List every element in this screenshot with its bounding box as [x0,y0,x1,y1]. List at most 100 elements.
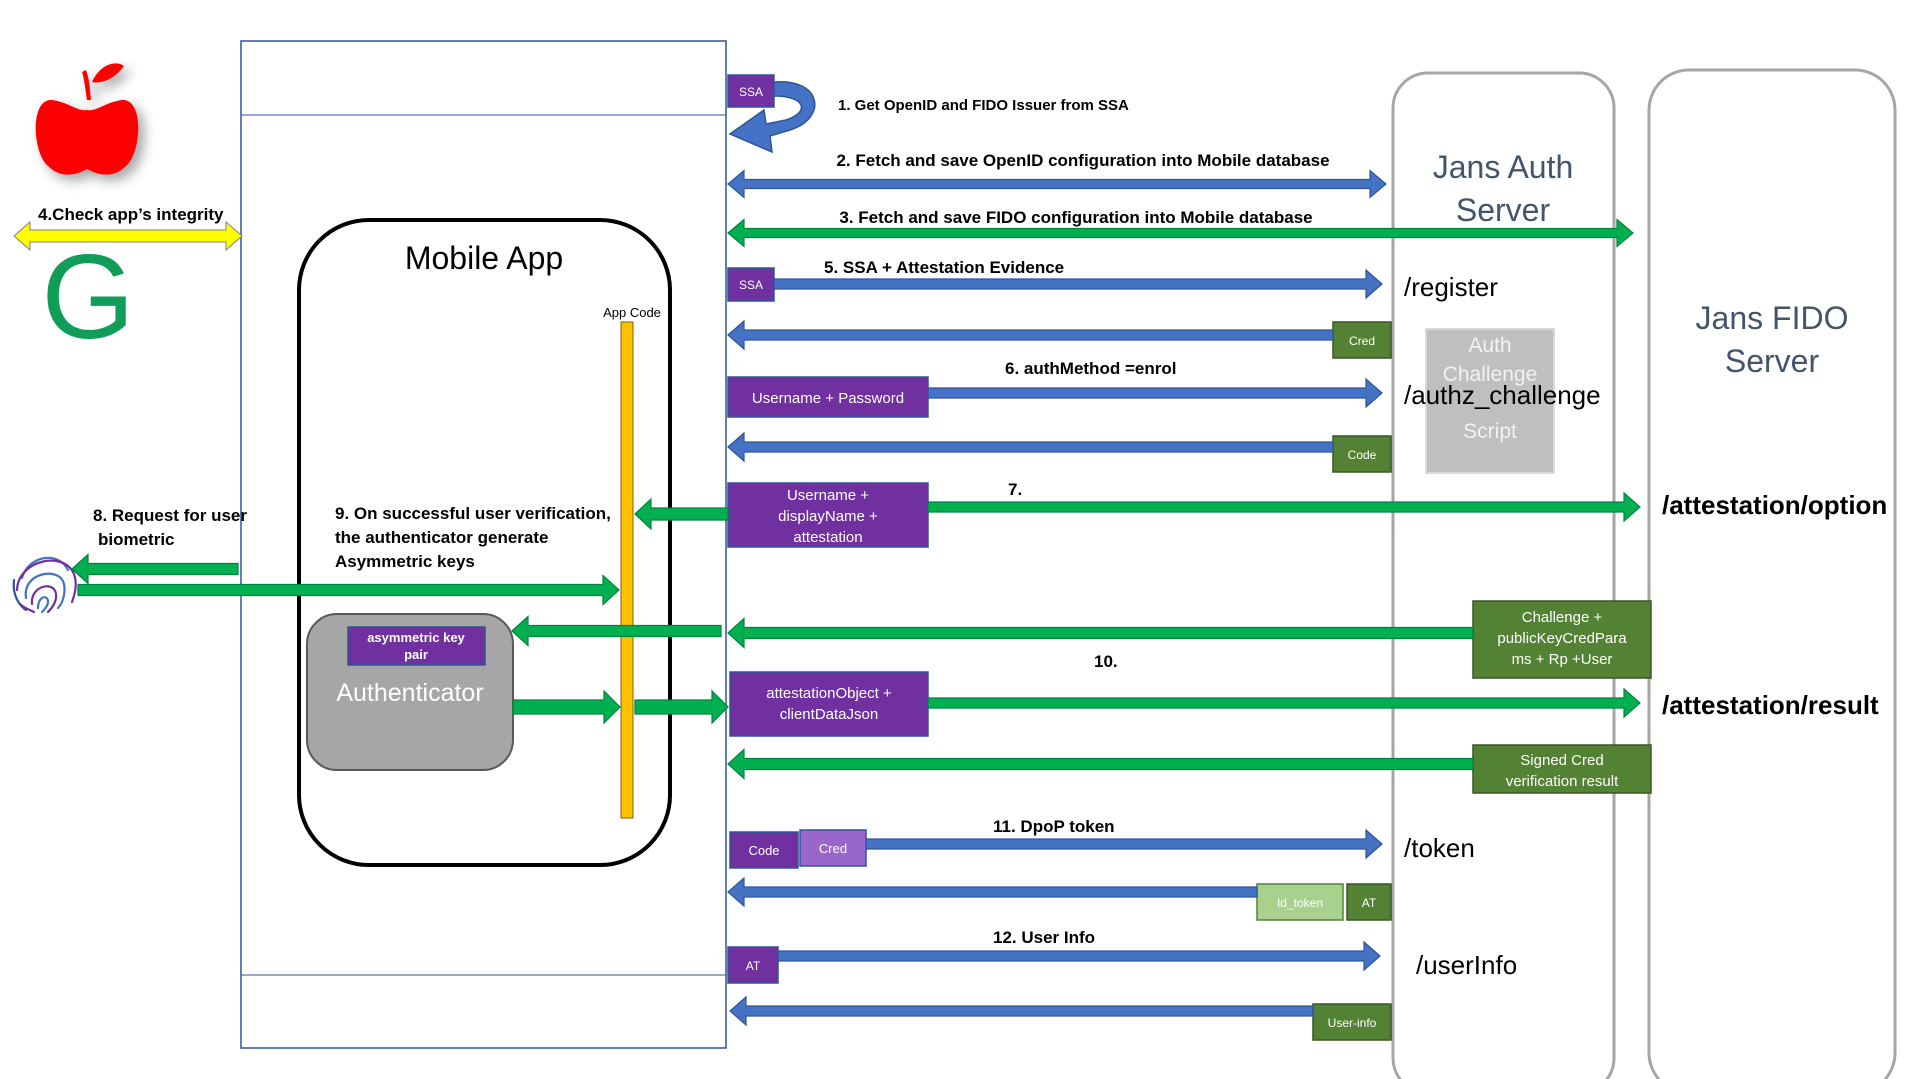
step1-self-loop-arrow [728,81,816,154]
step7-label: 7. [1008,480,1022,499]
jans-auth-server-title-line1: Jans Auth [1433,149,1574,185]
challenge-options-line1: Challenge + [1522,609,1603,626]
attestation-result-response-arrow [727,748,1474,780]
step12-userinfo-request-arrow [777,940,1381,972]
asymmetric-key-pair-line1: asymmetric key [367,630,465,645]
endpoint-register: /register [1404,272,1498,302]
at-box-2 [727,946,779,984]
cred-box-1 [1332,321,1392,359]
step2-fetch-openid-arrow [727,169,1387,199]
auth-challenge-script-line2: Challenge [1443,363,1538,386]
google-g-logo-icon: G [41,230,134,364]
code-label-1: Code [1348,448,1377,462]
step2-label: 2. Fetch and save OpenID configuration i… [836,151,1329,170]
step7-attestation-option-arrow [927,491,1641,523]
step7-to-app-code-arrow [634,497,729,531]
attestation-request-box [727,482,929,548]
step6-label: 6. authMethod =enrol [1005,359,1176,378]
userinfo-response-arrow [729,995,1314,1027]
auth-challenge-script-box [1425,328,1555,474]
cred-label-2: Cred [819,841,847,856]
step8-label-line2: biometric [98,530,175,549]
attestation-object-line2: clientDataJson [780,706,878,723]
jans-fido-server-lane [1647,68,1897,1079]
user-info-box [1312,1003,1392,1041]
step4-check-integrity-label: 4.Check app’s integrity [38,205,224,224]
auth-challenge-script-line3: Script [1463,420,1517,443]
step10-label: 10. [1094,652,1118,671]
attestation-request-line2: displayName + [778,508,878,525]
step8-label-line1: 8. Request for user [93,506,247,525]
ssa-token-label-2: SSA [739,278,763,292]
message-arrows [71,169,1641,1027]
id-token-label: Id_token [1277,896,1323,910]
challenge-options-line3: ms + Rp +User [1512,651,1613,668]
endpoint-attestation-option: /attestation/option [1662,490,1887,520]
step9-label-line1: 9. On successful user verification, [335,504,611,523]
jans-fido-server-title-line2: Server [1725,343,1820,379]
username-password-label: Username + Password [752,390,904,407]
attestation-object-line1: attestationObject + [766,685,892,702]
at-label-1: AT [1362,896,1377,910]
step5-label: 5. SSA + Attestation Evidence [824,258,1064,277]
step10-options-response-arrow [727,617,1474,649]
step9-label-line3: Asymmetric keys [335,552,475,571]
ssa-token-box-1 [727,74,775,108]
token-response-arrow [727,876,1258,908]
cred-label-1: Cred [1349,334,1375,348]
step5-register-request-arrow [773,268,1383,300]
step9-label-line2: the authenticator generate [335,528,549,547]
ssa-token-box-2 [727,267,775,302]
app-code-to-mobile-arrow [634,689,729,725]
user-info-label: User-info [1328,1016,1377,1030]
ssa-token-label-1: SSA [739,85,763,99]
jans-auth-server-title-line2: Server [1456,192,1551,228]
username-password-box [727,376,929,418]
endpoint-token: /token [1404,833,1475,863]
challenge-options-line2: publicKeyCredPara [1497,630,1627,647]
jans-fido-server-title-line1: Jans FIDO [1696,300,1849,336]
step6-authz-challenge-request-arrow [927,377,1383,409]
step1-label: 1. Get OpenID and FIDO Issuer from SSA [838,97,1129,114]
attestation-request-line1: Username + [787,487,869,504]
step10-attestation-result-arrow [927,687,1641,719]
code-box-1 [1332,435,1392,473]
at-box-1 [1346,883,1392,921]
step3-label: 3. Fetch and save FIDO configuration int… [839,208,1312,227]
jans-auth-server-lane [1391,71,1616,1079]
asymmetric-key-pair-line2: pair [404,647,428,662]
step11-label: 11. DpoP token [993,817,1115,836]
endpoint-authz-challenge: /authz_challenge [1404,380,1601,410]
app-code-bar [620,321,634,819]
attestation-request-line3: attestation [793,529,862,546]
authz-challenge-response-arrow [727,431,1334,463]
authenticator-label: Authenticator [336,679,483,707]
code-box-2 [729,831,799,869]
step11-token-request-arrow [865,828,1383,860]
step8-biometric-request-arrow [71,553,239,585]
step8-biometric-response-arrow [77,574,620,606]
code-label-2: Code [748,843,779,858]
mobile-app-title: Mobile App [405,240,563,276]
app-code-to-authenticator-arrow [511,615,722,647]
apple-logo-icon [35,63,139,175]
signed-cred-line2: verification result [1506,773,1619,790]
id-token-box [1256,883,1344,921]
endpoint-userinfo: /userInfo [1416,950,1517,980]
challenge-options-box [1472,600,1652,679]
at-label-2: AT [746,959,761,973]
step3-fetch-fido-arrow [727,218,1634,248]
attestation-object-box [729,671,929,737]
auth-challenge-script-line1: Auth [1468,334,1511,357]
app-code-label: App Code [603,305,661,320]
step12-label: 12. User Info [993,928,1095,947]
integrity-check-arrow [13,220,243,252]
authenticator-to-app-code-arrow [512,689,621,725]
signed-cred-box [1472,744,1652,794]
register-response-arrow [727,319,1334,351]
fingerprint-icon [12,556,77,614]
asymmetric-key-pair-box [347,626,486,666]
endpoint-attestation-result: /attestation/result [1662,690,1879,720]
signed-cred-line1: Signed Cred [1520,752,1603,769]
